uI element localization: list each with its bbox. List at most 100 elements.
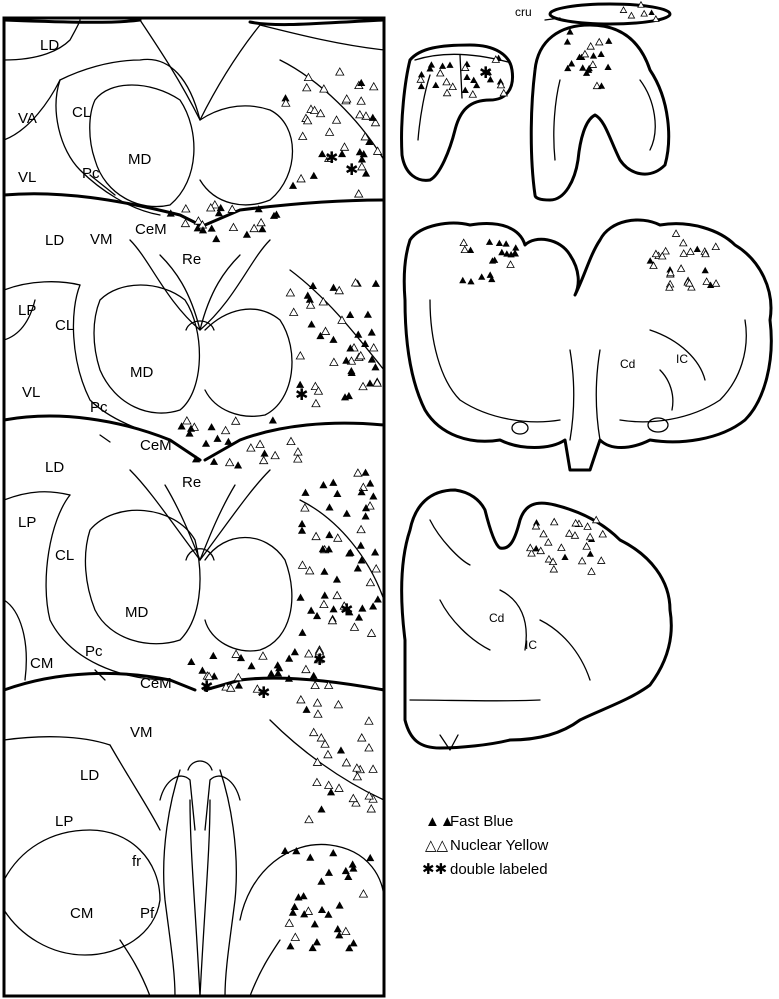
fast-blue-cell: [321, 591, 329, 598]
fast-blue-cell: [330, 605, 338, 612]
fast-blue-cell: [342, 867, 350, 874]
fast-blue-cell: [329, 336, 337, 343]
labeled-cells: ✱✱✱✱✱✱✱✱: [167, 2, 720, 952]
nuclear-yellow-cell: [584, 523, 591, 529]
label-CM: CM: [30, 655, 53, 672]
nuclear-yellow-cell: [551, 518, 558, 524]
label-MD: MD: [128, 151, 151, 168]
nuclear-yellow-cell: [271, 452, 279, 459]
label-Pc: Pc: [82, 165, 100, 182]
nuclear-yellow-cell: [294, 455, 302, 462]
nuclear-yellow-cell: [317, 734, 325, 741]
fast-blue-cell: [439, 62, 446, 68]
fast-blue-cell: [285, 655, 293, 662]
fast-blue-cell: [261, 449, 269, 456]
label-CeM: CeM: [135, 221, 167, 238]
fast-blue-cell: [329, 479, 337, 486]
fast-blue-cell: [356, 148, 364, 155]
nuclear-yellow-cell: [507, 261, 514, 267]
fast-blue-cell: [187, 658, 195, 665]
nuclear-yellow-cell: [332, 116, 340, 123]
label-CL: CL: [72, 104, 91, 121]
fast-blue-cell: [432, 82, 439, 88]
double-labeled-cell: ✱: [200, 677, 213, 696]
legend: ▲▲ Fast Blue △△ Nuclear Yellow ✱✱ double…: [422, 813, 549, 878]
fast-blue-cell: [428, 61, 435, 67]
nuclear-yellow-cell: [558, 544, 565, 550]
fast-blue-cell: [334, 925, 342, 932]
fast-blue-cell: [366, 854, 374, 861]
nuclear-yellow-cell: [286, 289, 294, 296]
fast-blue-cell: [355, 613, 363, 620]
nuclear-yellow-cell: [320, 600, 328, 607]
nuclear-yellow-cell: [599, 531, 606, 537]
fast-blue-cell: [324, 911, 332, 918]
nuclear-yellow-cell: [581, 51, 588, 57]
nuclear-yellow-cell: [680, 250, 687, 256]
nuclear-yellow-cell: [545, 539, 552, 545]
label-VM: VM: [130, 724, 153, 741]
nuclear-yellow-cell: [356, 111, 364, 118]
nuclear-yellow-cell: [311, 681, 319, 688]
fast-blue-cell: [358, 604, 366, 611]
nuclear-yellow-cell: [586, 533, 593, 539]
nuclear-yellow-cell: [703, 278, 710, 284]
nuclear-yellow-cell: [365, 792, 373, 799]
nuclear-yellow-cell: [305, 650, 313, 657]
nuclear-yellow-cell: [313, 778, 321, 785]
fast-blue-cell: [267, 670, 275, 677]
nuclear-yellow-cell: [305, 816, 313, 823]
fast-blue-cell: [210, 458, 218, 465]
fast-blue-cell: [568, 60, 575, 66]
fast-blue-cell: [303, 706, 311, 713]
nuclear-yellow-cell: [338, 316, 346, 323]
nuclear-yellow-cell: [566, 530, 573, 536]
fast-blue-cell: [338, 150, 346, 157]
fast-blue-cell: [269, 416, 277, 423]
nuclear-yellow-cell: [312, 400, 320, 407]
fast-blue-cell: [364, 311, 372, 318]
nuclear-yellow-cell: [324, 751, 332, 758]
fast-blue-cell: [702, 267, 709, 273]
double-labeled-cell: ✱: [257, 683, 270, 702]
nuclear-yellow-symbol: △△: [425, 837, 449, 854]
nuclear-yellow-cell: [359, 483, 367, 490]
fast-blue-cell: [327, 788, 335, 795]
nuclear-yellow-cell: [290, 308, 298, 315]
label-LD: LD: [80, 767, 99, 784]
fast-blue-cell: [291, 648, 299, 655]
nuclear-yellow-cell: [232, 417, 240, 424]
nuclear-yellow-cell: [334, 701, 342, 708]
fast-blue-cell: [198, 666, 206, 673]
nuclear-yellow-cell: [310, 728, 318, 735]
nuclear-yellow-cell: [182, 205, 190, 212]
label-cru: cru: [515, 5, 532, 19]
nuclear-yellow-cell: [320, 85, 328, 92]
fast-blue-cell: [213, 435, 221, 442]
nuclear-yellow-cell: [260, 457, 268, 464]
fast-blue-cell: [325, 869, 333, 876]
fast-blue-cell: [307, 606, 315, 613]
label-IC: IC: [676, 352, 688, 366]
nuclear-yellow-cell: [291, 933, 299, 940]
label-Pc: Pc: [85, 643, 103, 660]
fast-blue-cell: [329, 284, 337, 291]
fast-blue-cell: [298, 629, 306, 636]
fast-blue-cell: [503, 240, 510, 246]
fast-blue-cell: [298, 527, 306, 534]
nuclear-yellow-label: Nuclear Yellow: [450, 837, 549, 854]
fast-blue-cell: [318, 906, 326, 913]
nuclear-yellow-cell: [358, 734, 366, 741]
nuclear-yellow-cell: [296, 352, 304, 359]
fast-blue-cell: [590, 52, 597, 58]
double-labeled-cell: ✱: [325, 148, 338, 167]
nuclear-yellow-cell: [365, 744, 373, 751]
nuclear-yellow-cell: [259, 652, 267, 659]
fast-blue-cell: [289, 182, 297, 189]
fast-blue-cell: [208, 423, 216, 430]
cortex-section-top-right: cru: [515, 4, 670, 200]
nuclear-yellow-cell: [342, 927, 350, 934]
cortex-section-middle: Cd IC: [404, 220, 771, 470]
fast-blue-cell: [234, 461, 242, 468]
